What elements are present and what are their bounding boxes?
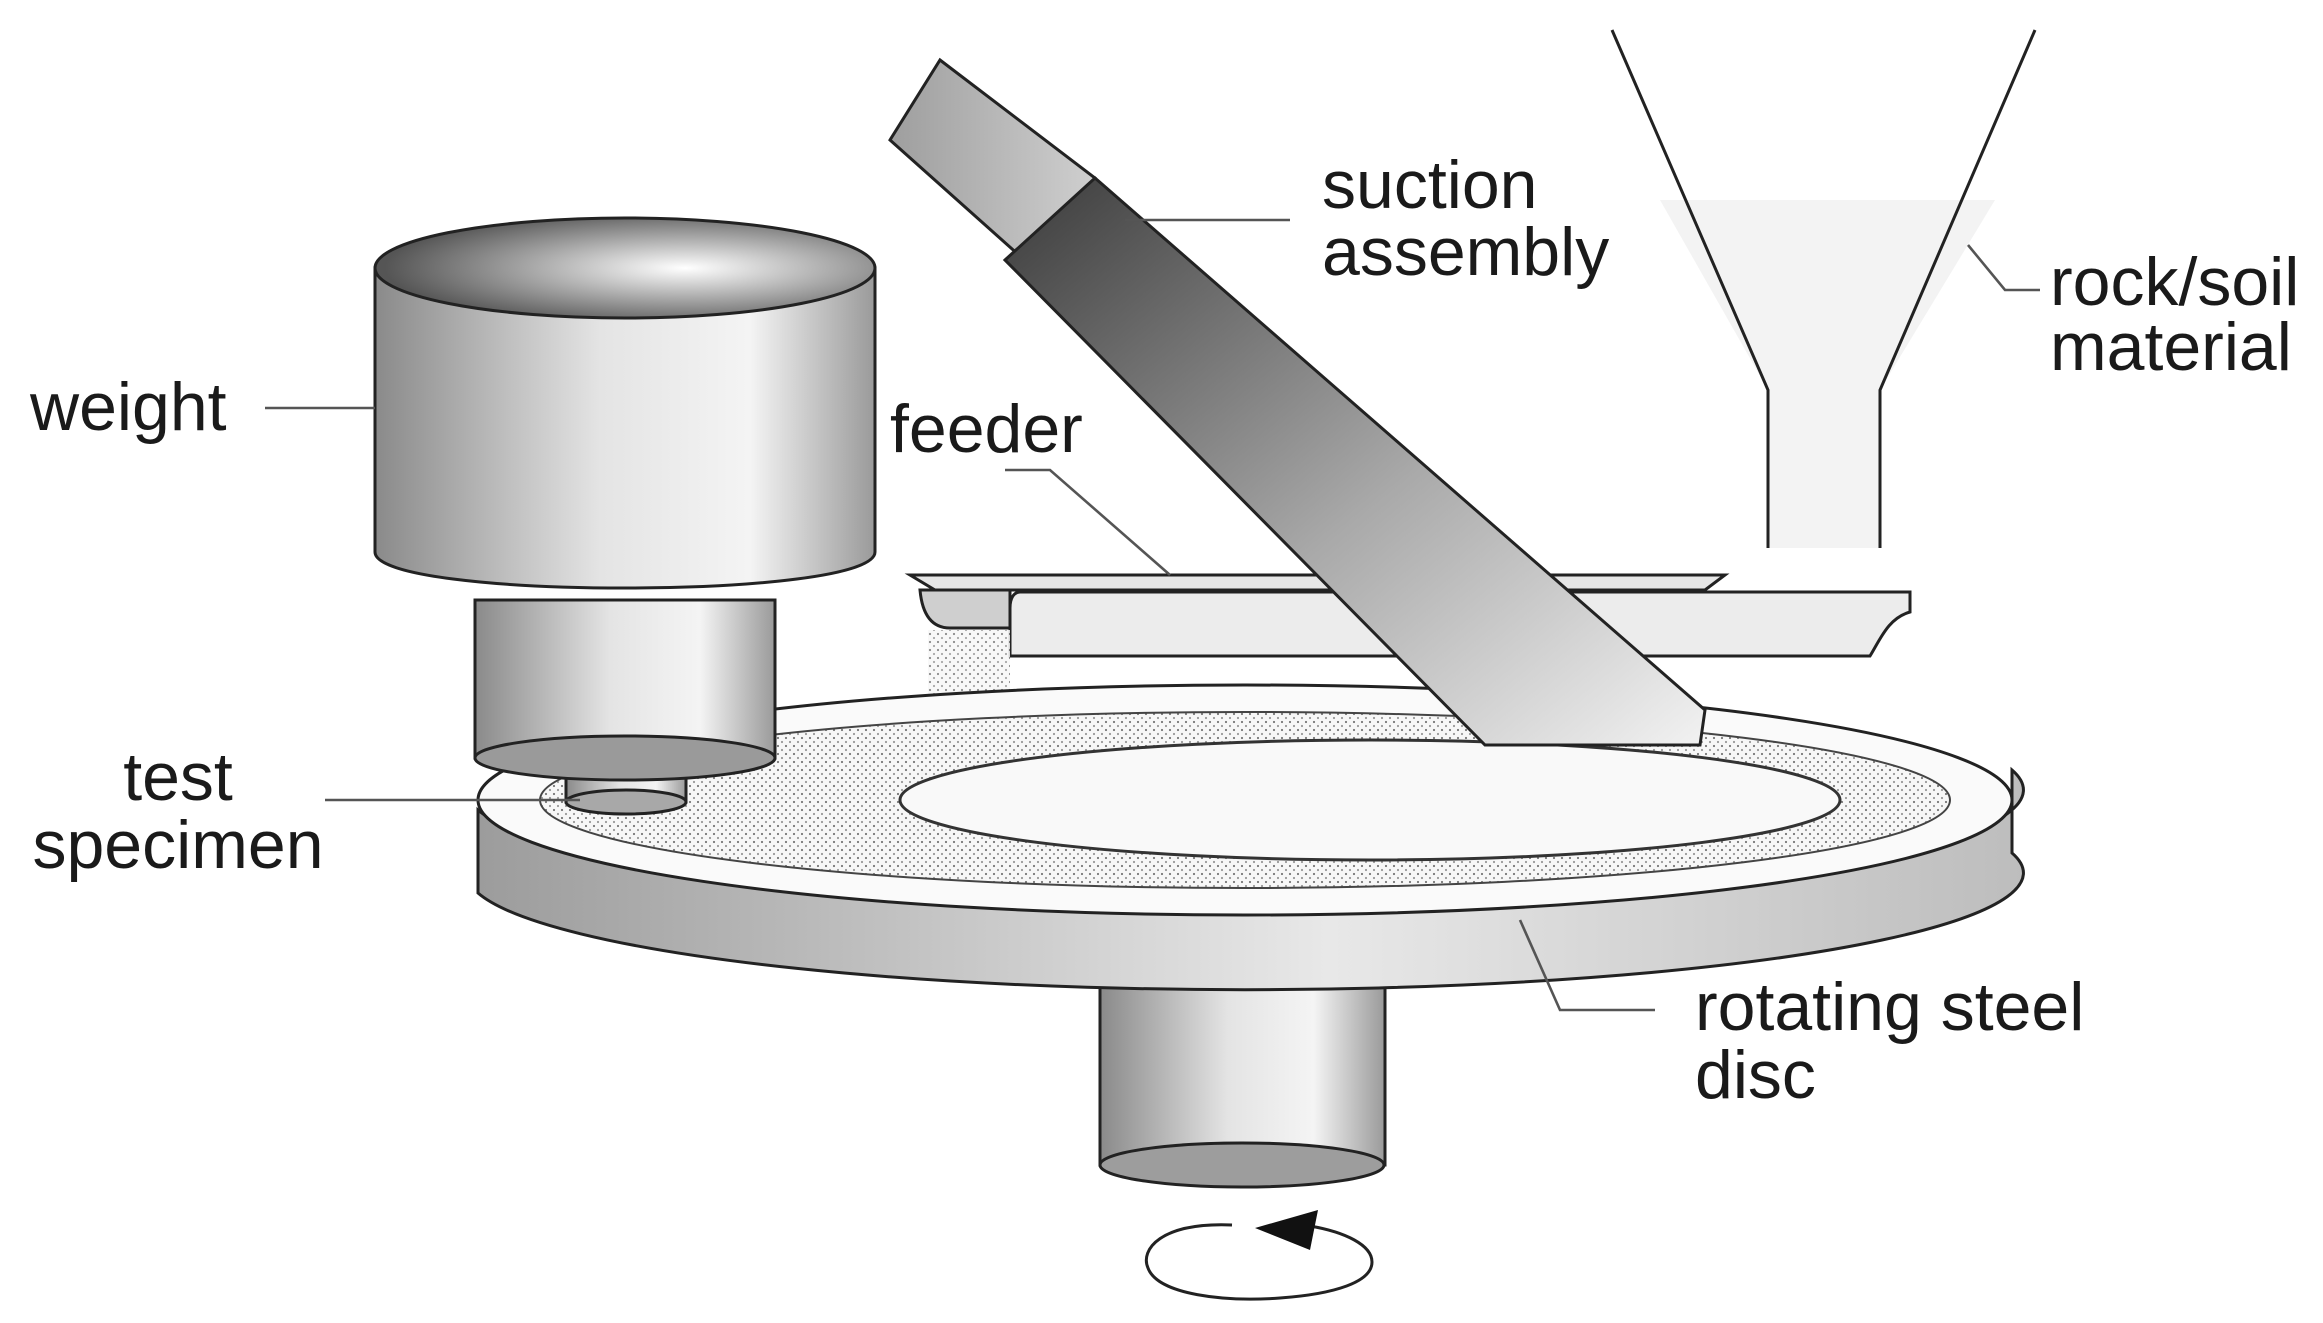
material-leader-line [1966,244,2040,292]
weight-cylinder [373,216,877,816]
rotation-direction-arrow-icon [1144,1210,1374,1301]
label-material-line1: rock/soil [2050,244,2299,320]
label-material-line2: material [2050,309,2292,385]
feeder-leader-line [1005,468,1171,576]
label-disc-line2: disc [1695,1037,1816,1113]
suction-assembly [888,57,1707,747]
rotating-steel-disc [476,683,2025,1189]
label-suction-line1: suction [1322,147,1537,223]
disc-leader-line [1518,919,1655,1012]
label-disc-line1: rotating steel [1695,969,2084,1045]
suction-lower-nozzle [1002,175,1707,747]
material-fill [1660,200,1995,548]
label-weight: weight [29,369,227,445]
hopper-funnel [1610,29,2037,548]
label-feeder: feeder [890,391,1083,467]
label-test-specimen-line1: test [123,739,233,815]
label-test-specimen-line2: specimen [32,807,323,883]
label-suction-line2: assembly [1322,214,1609,290]
